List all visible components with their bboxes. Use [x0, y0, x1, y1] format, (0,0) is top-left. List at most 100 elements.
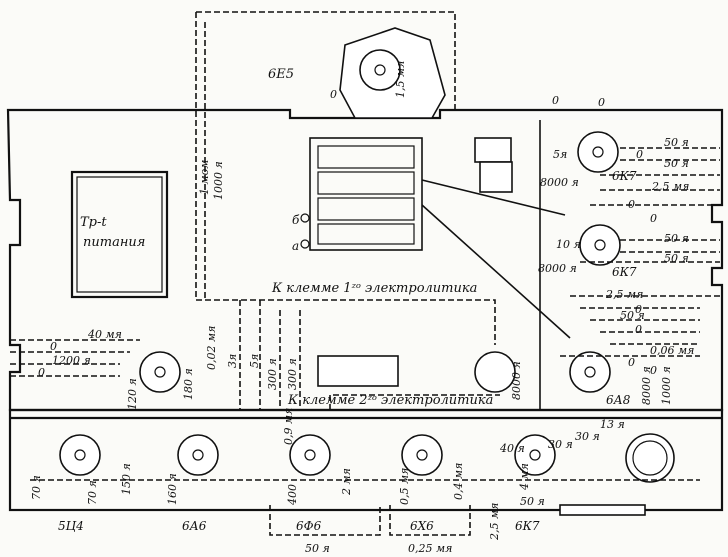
val-8000-b: 8000 я [538, 262, 577, 275]
val-10ya: 10 я [556, 238, 581, 251]
front-panel [8, 408, 724, 512]
wire-clamp1 [196, 299, 496, 345]
val-0-l: 0 [598, 96, 605, 109]
val-0-h: 0 [628, 356, 635, 369]
socket-5c4 [59, 434, 101, 476]
6e5-socket-center [374, 64, 386, 76]
label-6h6: 6Х6 [410, 519, 434, 533]
val-0-k: 0 [552, 94, 559, 107]
val-160: 160 я [166, 473, 179, 505]
val-400: 400 [286, 484, 299, 506]
val-120-a: 120 я [126, 378, 139, 410]
val-0-e: 0 [635, 303, 642, 316]
val-50-b: 50 я [664, 157, 689, 170]
val-50-e: 50 я [620, 309, 645, 322]
wire-6e5-top [196, 11, 456, 112]
val-8000-a: 8000 я [540, 176, 579, 189]
socket-6h6 [401, 434, 443, 476]
val-50-g: 50 я [520, 495, 545, 508]
val-0-j: 0 [330, 88, 337, 101]
val-180: 180 я [182, 368, 195, 400]
trimmer-body [479, 161, 513, 193]
cap-section-4 [317, 223, 415, 245]
val-0-a: 0 [628, 198, 635, 211]
label-5c4: 5Ц4 [58, 519, 84, 533]
val-150: 150 я [120, 463, 133, 495]
socket-6a8 [569, 351, 611, 393]
label-transformer-2: питания [83, 235, 145, 250]
val-09: 0,9 мя [282, 408, 295, 445]
val-1200: 1200 я [52, 354, 91, 367]
val-0-b: 0 [636, 148, 643, 161]
terminal-a [300, 239, 310, 249]
val-8000-d: 8000 я [640, 366, 653, 405]
shield-wire-2 [421, 204, 571, 339]
val-006: 0,06 мя [650, 344, 694, 357]
electrolytic-cap-1 [474, 351, 516, 393]
val-70-a: 70 я [30, 475, 43, 500]
val-300-a: 300 я [266, 358, 279, 390]
val-25-c: 2,5 мя [488, 503, 501, 541]
val-1000-r: 1000 я [660, 366, 673, 405]
socket-6f6 [289, 434, 331, 476]
variable-capacitor [309, 137, 423, 251]
cap-section-2 [317, 171, 415, 195]
wires-right [560, 147, 720, 357]
label-clamp2: К клемме 2ᶻᵒ электролитика [287, 393, 493, 408]
val-25-b: 2,5 мя [605, 288, 643, 301]
wires-left [10, 339, 140, 377]
val-04: 0,4 мя [452, 463, 465, 500]
val-50-d: 50 я [664, 252, 689, 265]
val-0-c: 0 [650, 212, 657, 225]
val-5ya: 5я [553, 148, 567, 161]
val-30ya: 30 я [575, 430, 600, 443]
val-25-a: 2,5 мя [651, 180, 689, 193]
val-1000-left: 1000 я [212, 161, 225, 200]
chassis-outline [6, 108, 724, 412]
val-40-b: 40 я [499, 442, 525, 455]
val-5ya-b: 5я [248, 354, 261, 368]
power-transformer [70, 170, 169, 299]
label-6k7-top: 6К7 [612, 169, 637, 183]
label-clamp1: К клемме 1ᶻᵒ электролитика [271, 281, 477, 296]
val-0-f: 0 [50, 340, 57, 353]
cap-section-1 [317, 145, 415, 169]
label-6k7-bottom: 6К7 [515, 519, 540, 533]
val-1mom: 1 мом [198, 160, 211, 195]
label-b: б [292, 213, 300, 227]
wire-clamp2 [329, 394, 500, 410]
socket-6k7-bottom [514, 434, 556, 476]
socket-6a6 [177, 434, 219, 476]
val-025: 0,25 мя [408, 542, 452, 555]
label-6e5: 6E5 [268, 67, 294, 82]
label-transformer-1: Тр-t [80, 215, 107, 230]
val-0-g: 0 [38, 366, 45, 379]
val-05: 0,5 мя [398, 468, 411, 505]
filter-choke [317, 355, 399, 387]
label-6a6: 6А6 [182, 519, 207, 533]
socket-left-upper [139, 351, 181, 393]
val-50-f: 50 я [305, 542, 330, 555]
val-40: 40 мя [87, 328, 122, 341]
val-2my: 2 мя [340, 468, 353, 496]
val-13ya: 13 я [600, 418, 625, 431]
val-002: 0,02 мя [205, 326, 218, 370]
val-30-b: 30 я [548, 438, 573, 451]
socket-6k7-mid [579, 224, 621, 266]
6e5-socket [359, 49, 401, 91]
wires-vertical-mid [239, 300, 301, 410]
val-8000-e: 8000 я [510, 361, 523, 400]
shield-wire-1 [421, 179, 566, 216]
transformer-inner [76, 176, 163, 293]
label-6k7-mid: 6К7 [612, 265, 637, 279]
label-6f6: 6Ф6 [296, 519, 322, 533]
label-a: a [292, 239, 299, 253]
val-0-i: 0 [650, 364, 657, 377]
terminal-b [300, 213, 310, 223]
val-15mya: 1,5 мя [394, 61, 407, 98]
cap-section-3 [317, 197, 415, 221]
val-50-c: 50 я [664, 232, 689, 245]
val-70-b: 70 я [86, 480, 99, 505]
